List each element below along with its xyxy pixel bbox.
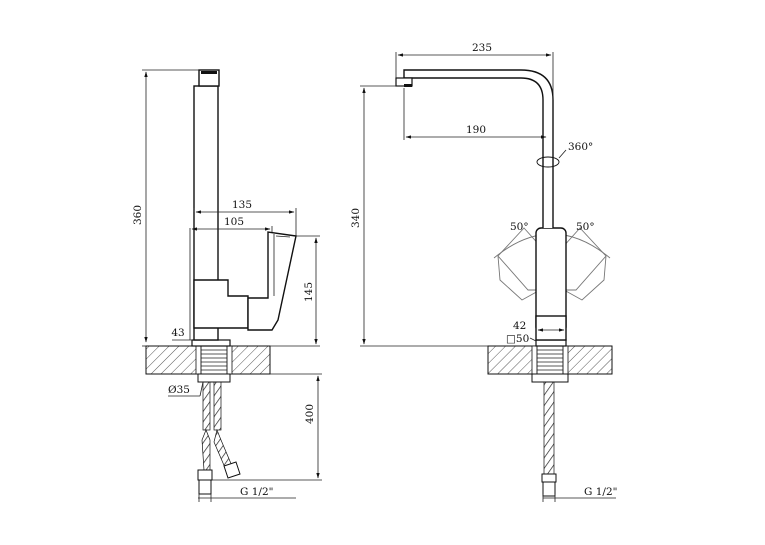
front-angle-right-label: 50°: [576, 221, 595, 233]
front-flex-hose: [541, 381, 557, 497]
side-lever-height-label: 145: [303, 282, 315, 302]
front-base-flange: [535, 339, 567, 347]
side-lock-nut: [197, 373, 231, 383]
front-thread-label: G 1/2": [584, 486, 617, 498]
side-hole-diameter-label: Ø35: [168, 384, 190, 396]
side-reach-135-label: 135: [232, 199, 252, 211]
front-view: 360° 235 190 340 50° 50° 42 □50: [350, 42, 617, 502]
front-lock-nut: [531, 373, 569, 383]
front-rotation-ellipse: [536, 156, 560, 168]
front-body-width-label: 42: [513, 320, 526, 332]
side-hose-length-label: 400: [304, 404, 316, 424]
front-rotation-label: 360°: [568, 141, 593, 153]
side-thread-label: G 1/2": [240, 486, 273, 498]
front-angle-left-label: 50°: [510, 221, 529, 233]
front-spout: [403, 69, 554, 228]
front-base-square-label: □50: [506, 333, 529, 345]
side-threaded-shank: [200, 345, 228, 375]
side-base-offset-label: 43: [171, 327, 184, 339]
side-base-flange: [191, 339, 231, 347]
side-height-label: 360: [132, 205, 144, 225]
front-reach-190-label: 190: [466, 124, 486, 136]
side-reach-105-label: 105: [224, 216, 244, 228]
front-body-lower: [535, 315, 567, 341]
front-reach-235-label: 235: [472, 42, 492, 54]
side-flex-hoses: [197, 381, 241, 495]
side-valve-housing: [193, 279, 249, 329]
side-lever-handle: [247, 231, 297, 331]
side-view: 360 135 105 145 43 Ø35 400 G 1/2": [132, 69, 322, 502]
front-height-label: 340: [350, 208, 362, 228]
front-threaded-shank: [536, 345, 564, 375]
